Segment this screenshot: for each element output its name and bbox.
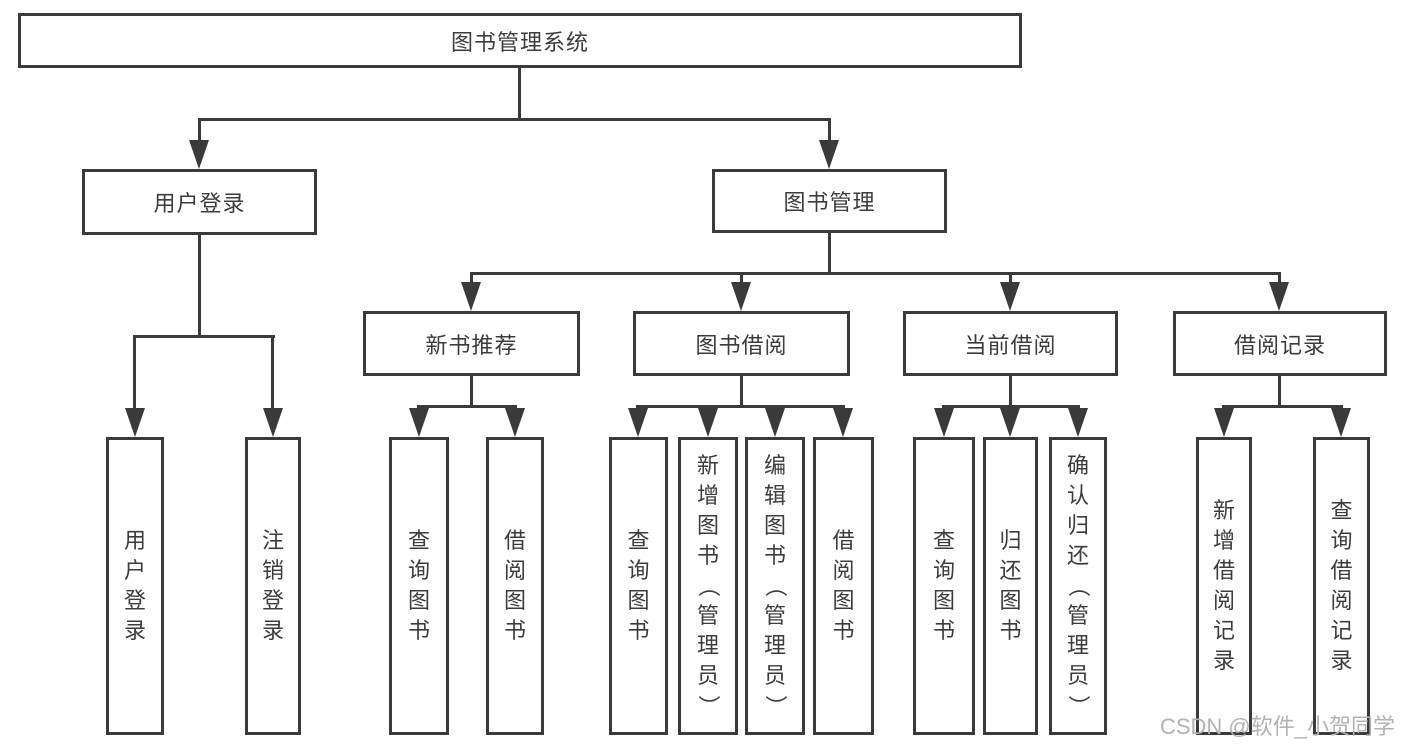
edge-root-branch [198,118,831,121]
node-leaf-recommend-query-books: 查询图书 [389,437,449,735]
arrow-down-icon [833,408,853,437]
edge-to-current-borrowing [1009,275,1012,285]
edge-root-to-book-management [828,121,831,145]
edge-user-login-branch [133,335,275,338]
arrow-down-icon [1269,282,1289,311]
arrow-down-icon [698,408,718,437]
edge-new-book-recommend-stem [470,376,473,408]
edge-book-borrowing-branch [636,405,845,408]
edge-book-management-branch [470,272,1281,275]
node-leaf-borrowing-add-books-admin: 新增图书（管理员） [678,437,738,735]
arrow-down-icon [1000,408,1020,437]
edge-to-leaf-logout [271,338,274,412]
node-leaf-records-add-record: 新增借阅记录 [1196,437,1252,735]
arrow-down-icon [934,408,954,437]
arrow-down-icon [189,140,209,169]
node-borrowing-records: 借阅记录 [1173,311,1387,376]
edge-root-to-user-login [198,121,201,145]
edge-book-borrowing-stem [740,376,743,408]
arrow-down-icon [263,408,283,437]
edge-to-borrowing-records [1278,275,1281,285]
node-book-management: 图书管理 [712,169,947,233]
edge-book-management-stem [828,233,831,275]
node-new-book-recommend: 新书推荐 [363,311,580,376]
arrow-down-icon [819,140,839,169]
edge-borrowing-records-branch [1222,405,1343,408]
node-leaf-current-return-books: 归还图书 [983,437,1038,735]
edge-root-stem [518,68,521,121]
arrow-down-icon [1214,408,1234,437]
node-leaf-records-query-record: 查询借阅记录 [1313,437,1370,735]
arrow-down-icon [628,408,648,437]
node-leaf-current-confirm-return-admin: 确认归还（管理员） [1049,437,1107,735]
edge-user-login-stem [198,235,201,338]
node-user-login: 用户登录 [82,169,317,235]
node-leaf-borrowing-edit-books-admin: 编辑图书（管理员） [745,437,805,735]
arrow-down-icon [765,408,785,437]
edge-to-new-book-recommend [470,275,473,285]
edge-current-borrowing-branch [942,405,1080,408]
node-root: 图书管理系统 [18,13,1022,68]
node-leaf-current-query-books: 查询图书 [913,437,975,735]
node-leaf-borrowing-borrow-books: 借阅图书 [813,437,874,735]
arrow-down-icon [461,282,481,311]
node-leaf-borrowing-query-books: 查询图书 [609,437,668,735]
arrow-down-icon [125,408,145,437]
edge-current-borrowing-stem [1009,376,1012,408]
node-leaf-recommend-borrow-books: 借阅图书 [486,437,544,735]
node-current-borrowing: 当前借阅 [903,311,1118,376]
arrow-down-icon [409,408,429,437]
edge-to-leaf-user-login [133,338,136,412]
watermark: CSDN @软件_小贺同学 [1159,714,1395,739]
arrow-down-icon [1068,408,1088,437]
node-leaf-logout: 注销登录 [245,437,301,735]
arrow-down-icon [731,282,751,311]
edge-borrowing-records-stem [1278,376,1281,408]
node-book-borrowing: 图书借阅 [633,311,850,376]
edge-new-book-recommend-branch [417,405,517,408]
arrow-down-icon [505,408,525,437]
edge-to-book-borrowing [740,275,743,285]
arrow-down-icon [1000,282,1020,311]
arrow-down-icon [1331,408,1351,437]
node-leaf-user-login: 用户登录 [106,437,164,735]
